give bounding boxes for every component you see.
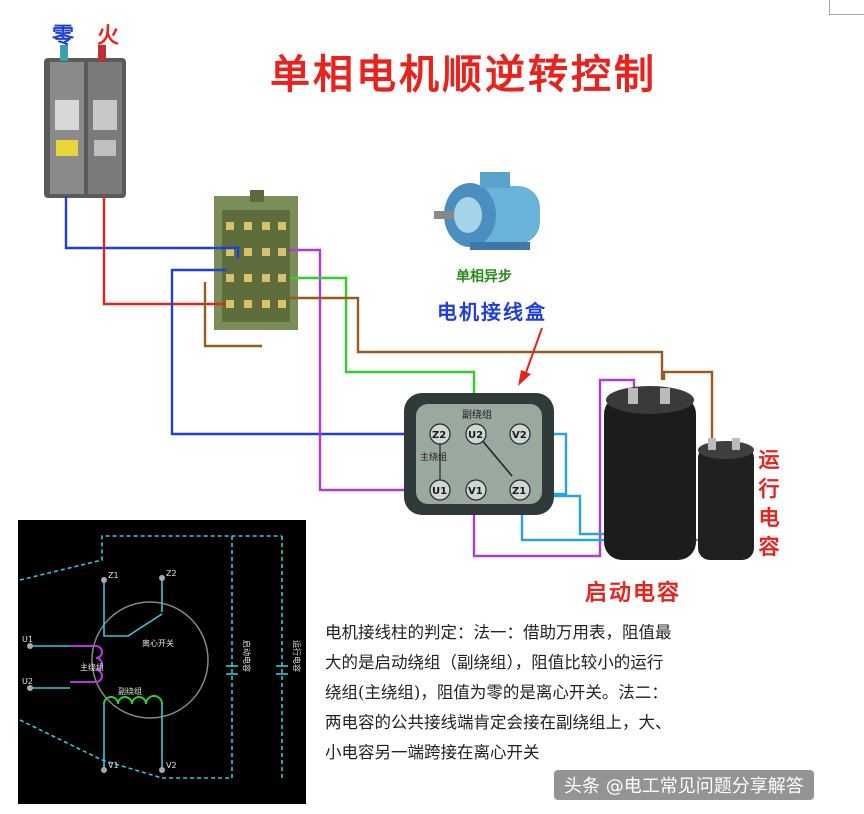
schematic-label-run-cap: 运行电容	[292, 640, 302, 672]
description-paragraph: 电机接线柱的判定：法一：借助万用表，阻值最 大的是启动绕组（副绕组），阻值比较小…	[325, 618, 795, 768]
terminal-z1: Z1	[512, 486, 526, 497]
terminal-v2: V2	[512, 430, 527, 441]
description-line: 两电容的公共接线端肯定会接在副绕组上，大、	[325, 713, 672, 732]
description-line: 电机接线柱的判定：法一：借助万用表，阻值最	[325, 623, 672, 642]
schematic-label-main: 主绕组	[80, 662, 104, 672]
junction-box	[404, 393, 554, 515]
description-line: 小电容另一端跨接在离心开关	[325, 743, 540, 762]
schematic-label-aux: 副绕组	[118, 686, 142, 696]
live-label: 火	[97, 24, 120, 49]
terminal-z2: Z2	[432, 430, 446, 441]
pointer-arrow	[518, 327, 543, 386]
box-main-winding: 主绕组	[420, 451, 447, 463]
schematic-terminal-u1: U1	[22, 635, 33, 644]
circuit-breaker	[44, 45, 126, 198]
motor-caption: 单相异步	[456, 269, 512, 285]
schematic-terminal-z1: Z1	[108, 571, 119, 580]
terminal-u2: U2	[468, 430, 483, 441]
run-label-char: 行	[758, 477, 780, 501]
page-title: 单相电机顺逆转控制	[270, 52, 657, 98]
run-label-char: 电	[758, 506, 780, 530]
start-capacitor-label: 启动电容	[585, 581, 682, 606]
corner-mark	[829, 0, 864, 15]
schematic-terminal-v2: V2	[166, 761, 177, 770]
terminal-u1: U1	[432, 486, 447, 497]
motor-icon	[434, 172, 540, 250]
schematic-terminal-z2: Z2	[166, 569, 177, 578]
schematic-label-switch: 离心开关	[142, 638, 174, 648]
schematic-label-start-cap: 启动电容	[242, 640, 252, 672]
run-label-char: 运	[758, 448, 780, 472]
junction-box-caption: 电机接线盒	[437, 300, 547, 324]
description-line: 大的是启动绕组（副绕组），阻值比较小的运行	[325, 653, 664, 672]
box-inner-title: 副绕组	[462, 408, 492, 421]
description-line: 绕组(主绕组)，阻值为零的是离心开关。法二：	[325, 683, 668, 702]
run-capacitor-label: 运 行 电 容	[756, 446, 782, 562]
schematic-terminal-v1: V1	[108, 761, 119, 770]
terminal-v1: V1	[468, 486, 483, 497]
schematic-terminal-u2: U2	[22, 677, 33, 686]
run-label-char: 容	[758, 535, 780, 559]
neutral-label: 零	[52, 24, 75, 49]
schematic-panel	[18, 520, 306, 804]
watermark: 头条 @电工常见问题分享解答	[554, 770, 814, 800]
run-capacitor	[698, 438, 754, 560]
start-capacitor	[604, 386, 696, 560]
reversing-switch	[214, 190, 298, 330]
